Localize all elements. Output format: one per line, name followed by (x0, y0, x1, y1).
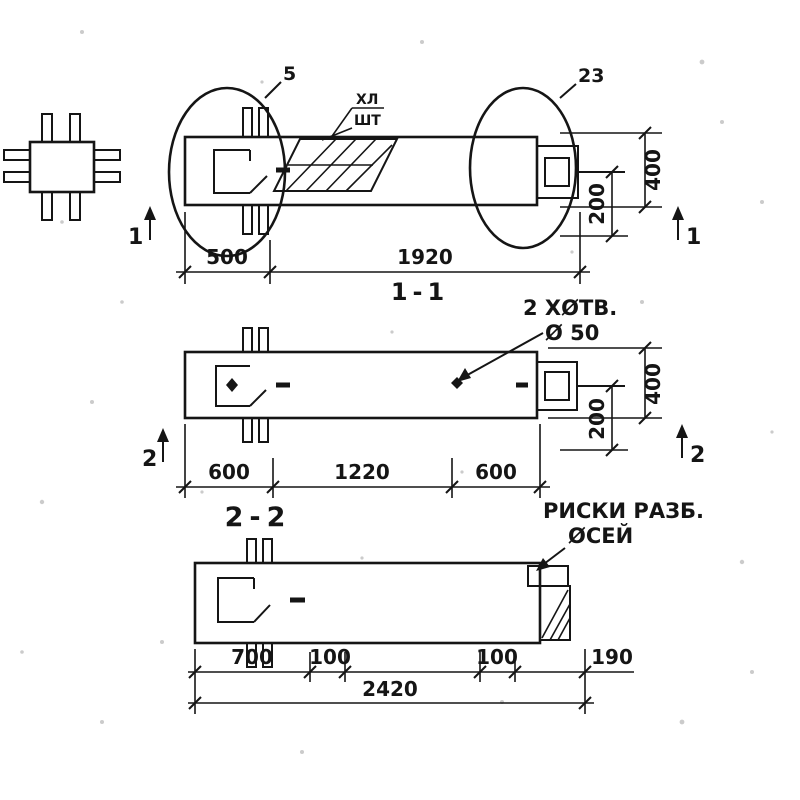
hole-note: 2 ХØТВ. Ø 50 (457, 296, 617, 382)
hatch-callout: ХЛ ШТ (321, 92, 384, 141)
hatch-callout-line1: ХЛ (356, 92, 378, 108)
left-embed-bracket (213, 149, 290, 194)
dim-600-b: 600 (475, 460, 517, 484)
dim-200-section1: 200 (585, 398, 609, 440)
scan-noise (20, 30, 774, 754)
dim-1220: 1220 (334, 460, 390, 484)
dim-190: 190 (591, 645, 633, 669)
plan-bar-right-lower (93, 171, 121, 183)
dim-500: 500 (206, 245, 248, 269)
elevation-view: 5 23 ХЛ ШТ (128, 63, 701, 284)
section-2-2: 2-2 РИСКИ РАЗБ. ØСЕЙ (188, 499, 704, 714)
dim-400-elevation: 400 (641, 149, 665, 191)
right-end-2-2 (527, 565, 571, 641)
hatch-region (272, 138, 399, 192)
axis-note: РИСКИ РАЗБ. ØСЕЙ (536, 499, 704, 571)
plan-bar-right-upper (93, 149, 121, 161)
right-console-1-1 (536, 361, 625, 411)
cut-mark-1-left: 1 (128, 206, 156, 250)
cut-mark-2-right: 2 (676, 424, 705, 468)
hole-note-line2: Ø 50 (545, 321, 599, 345)
elevation-right-dims: 400 200 (560, 126, 665, 243)
left-column-bars (242, 107, 269, 235)
balloon-leader-left (264, 81, 282, 99)
left-embed-bracket-1-1 (215, 365, 528, 407)
elevation-bottom-dims: 500 1920 (176, 212, 590, 284)
plan-bar-bottom-left (41, 191, 53, 221)
axis-note-line2: ØСЕЙ (568, 523, 633, 548)
dim-200-elevation: 200 (585, 183, 609, 225)
section-1-1-title: 1-1 (391, 278, 449, 306)
diamond-marker (226, 378, 238, 392)
beam-outline (183, 135, 539, 207)
section1-bottom-dims: 600 1220 600 (176, 424, 550, 498)
plan-bar-top-right (69, 113, 81, 143)
plan-bar-bottom-right (69, 191, 81, 221)
left-column-bars-1-1 (242, 327, 269, 443)
plan-view (3, 113, 121, 221)
plan-bar-left-upper (3, 149, 31, 161)
cut-label-2-right: 2 (690, 443, 705, 468)
balloon-label-right: 23 (578, 65, 604, 87)
left-embed-bracket-2-2 (217, 577, 305, 623)
section1-right-dims: 400 200 (548, 341, 665, 457)
balloon-leader-right (559, 83, 577, 99)
dim-100-b: 100 (476, 645, 518, 669)
dim-2420: 2420 (362, 677, 418, 701)
plan-bar-left-lower (3, 171, 31, 183)
dim-1920: 1920 (397, 245, 453, 269)
plan-bar-top-left (41, 113, 53, 143)
right-detail-ellipse (468, 86, 578, 250)
right-console (536, 145, 625, 199)
dim-100-a: 100 (309, 645, 351, 669)
balloon-label-left: 5 (283, 63, 296, 85)
hole-marker (451, 377, 463, 389)
axis-note-line1: РИСКИ РАЗБ. (543, 499, 704, 523)
cut-label-1-right: 1 (686, 225, 701, 250)
plan-body (28, 140, 96, 194)
cut-mark-1-right: 1 (672, 206, 701, 250)
cut-mark-2-left: 2 (142, 428, 169, 472)
hole-note-line1: 2 ХØТВ. (523, 296, 617, 320)
cut-label-2-left: 2 (142, 447, 157, 472)
cut-label-1-left: 1 (128, 225, 143, 250)
dim-600-a: 600 (208, 460, 250, 484)
section-1-1: 1-1 2 ХØТВ. Ø 50 (142, 278, 705, 498)
hatch-callout-line2: ШТ (354, 113, 381, 129)
section2-total-dim: 2420 (188, 677, 594, 710)
dim-400-section1: 400 (641, 363, 665, 405)
section-2-2-title: 2-2 (225, 502, 292, 533)
beam-outline-2-2 (193, 561, 542, 645)
dim-700: 700 (231, 645, 273, 669)
left-column-bars-2-2 (246, 538, 273, 668)
